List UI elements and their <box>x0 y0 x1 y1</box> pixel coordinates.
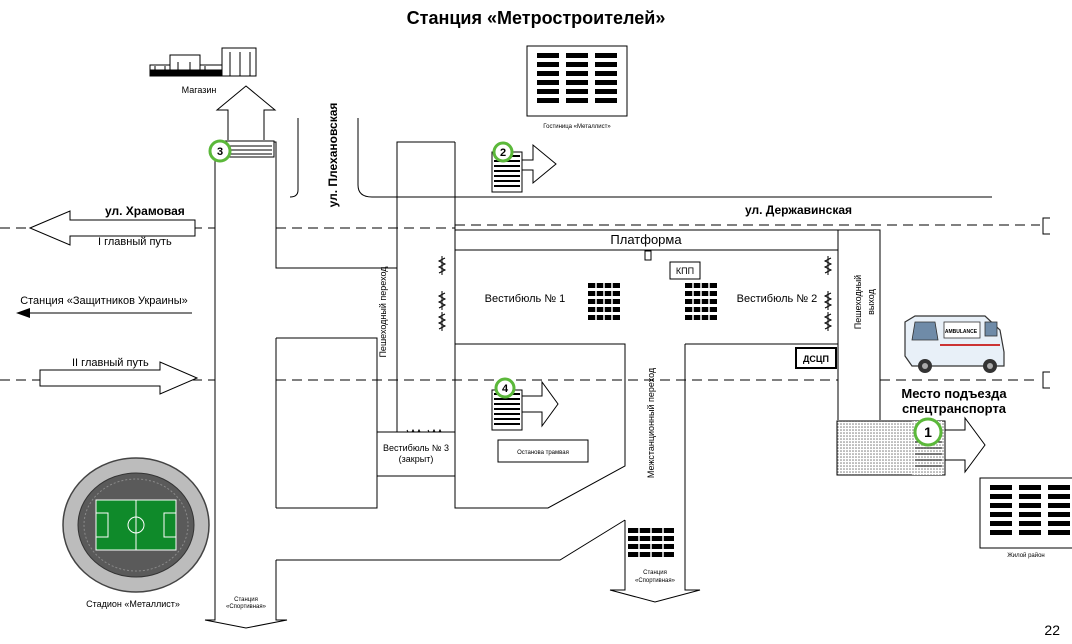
shop-label: Магазин <box>182 85 217 95</box>
exit-4: 4 <box>491 377 559 431</box>
residential-label: Жилой район <box>1007 552 1045 559</box>
special-line1: Место подъезда <box>901 386 1007 401</box>
sport-center-line1: Станция <box>643 570 667 576</box>
stadium-icon <box>62 457 210 593</box>
special-vehicle-zone: 1 <box>836 416 986 476</box>
hotel-label: Гостиница «Металлист» <box>543 124 611 130</box>
exit-2: 2 <box>491 141 557 193</box>
page-number: 22 <box>1044 622 1060 638</box>
ambulance-icon: AMBULANCE <box>904 315 1005 373</box>
street-plekhanovskaya: ул. Плехановская <box>326 103 340 208</box>
direction-arrow <box>16 308 192 318</box>
kpp-label: КПП <box>676 266 694 276</box>
vestibule2-label: Вестибюль № 2 <box>737 293 818 305</box>
vestibule1-label: Вестибюль № 1 <box>485 293 566 305</box>
vestibule3: Вестибюль № 3 (закрыт) <box>376 431 456 477</box>
sport-left-line1: Станция <box>234 597 258 603</box>
dscp-label: ДСЦП <box>803 354 829 364</box>
sport-station-left: Станция «Спортивная» <box>204 597 288 629</box>
platform-label: Платформа <box>610 232 682 247</box>
sport-center-line2: «Спортивная» <box>635 578 676 584</box>
track1-arrow <box>28 210 196 246</box>
interstation-label: Межстанционный переход <box>646 367 656 478</box>
ped-crossing-label: Пешеходный переход <box>378 266 388 358</box>
vestibule3-line1: Вестибюль № 3 <box>383 443 449 453</box>
shop-icon <box>149 47 257 77</box>
exit-4-number: 4 <box>502 383 509 395</box>
tram-stop-label: Останова трамвая <box>517 450 569 456</box>
vestibule3-line2: (закрыт) <box>399 454 434 464</box>
exit-3: 3 <box>208 85 277 163</box>
page-title: Станция «Метростроителей» <box>406 8 666 28</box>
sport-left-line2: «Спортивная» <box>226 604 267 610</box>
escalators <box>588 283 717 565</box>
exit-1-number: 1 <box>924 424 932 440</box>
street-outlines <box>289 118 992 198</box>
track1-label: I главный путь <box>98 236 172 248</box>
ped-exit-line1: Пешеходный <box>853 275 863 329</box>
svg-text:AMBULANCE: AMBULANCE <box>945 329 978 335</box>
ped-exit-line2: выход <box>866 288 876 314</box>
sport-station-center: Станция «Спортивная» <box>609 560 701 603</box>
stadium-label: Стадион «Металлист» <box>86 599 180 609</box>
to-station-label: Станция «Защитников Украины» <box>20 295 188 307</box>
special-line2: спецтранспорта <box>902 401 1007 416</box>
street-khramovaya: ул. Храмовая <box>105 204 185 218</box>
exit-3-number: 3 <box>217 146 223 158</box>
exit-2-number: 2 <box>500 147 506 159</box>
track2-label: II главный путь <box>72 357 149 369</box>
track2-arrow <box>39 361 199 395</box>
street-derzhavinskaya: ул. Державинская <box>745 203 852 217</box>
